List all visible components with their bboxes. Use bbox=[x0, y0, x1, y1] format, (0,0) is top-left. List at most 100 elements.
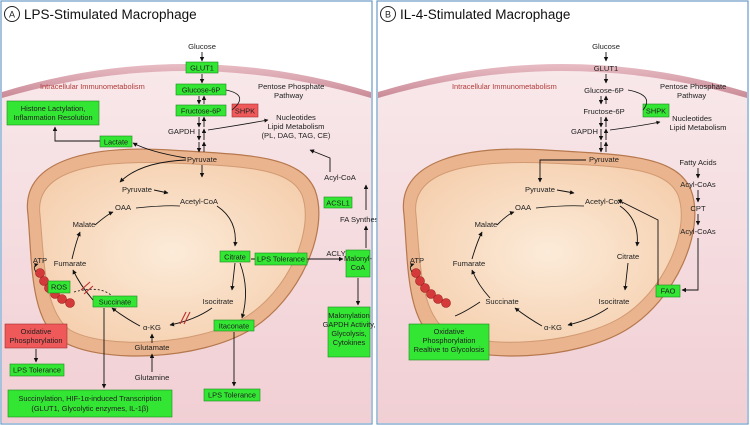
oxphos-a-line1: Oxidative bbox=[21, 327, 52, 336]
shpk-box bbox=[231, 103, 259, 118]
acyl-coa-label: Acyl-CoA bbox=[324, 173, 357, 182]
acly-label: ACLY bbox=[326, 249, 345, 258]
cpt-label: CPT bbox=[690, 204, 706, 213]
acetyl-coa-label-b: Acetyl-CoA bbox=[585, 197, 624, 206]
ppp-label-b-line1: Pentose Phosphate bbox=[660, 82, 726, 91]
malonylation-box bbox=[327, 306, 371, 358]
citrate-label: Citrate bbox=[224, 253, 246, 262]
citrate-label-b: Citrate bbox=[617, 252, 639, 261]
shpk-box-b bbox=[642, 103, 670, 118]
fao-label: FAO bbox=[661, 287, 676, 296]
isocitrate-label-b: Isocitrate bbox=[599, 297, 630, 306]
oaa-label-b: OAA bbox=[515, 203, 532, 212]
glut1-label: GLUT1 bbox=[190, 64, 214, 73]
lactate-box bbox=[99, 135, 133, 148]
glutamate-label: Glutamate bbox=[134, 343, 169, 352]
lps-tolerance-itaconate-box bbox=[203, 388, 261, 402]
pyruvate-cytosol-label-b: Pyruvate bbox=[589, 155, 619, 164]
glucose6p-label: Glucose-6P bbox=[182, 86, 221, 95]
ros-box bbox=[47, 280, 71, 294]
oxphos-b-line3: Realtive to Glycolosis bbox=[414, 345, 485, 354]
oxphos-complex-beads-b bbox=[411, 268, 451, 308]
shpk-label: SHPK bbox=[235, 107, 255, 116]
lps-tolerance-citrate-label: LPS Tolerance bbox=[257, 255, 305, 264]
acyl-coas-top-label: Acyl-CoAs bbox=[680, 180, 716, 189]
gapdh-label-b: GAPDH bbox=[571, 127, 598, 136]
oxphos-b-line2: Phosphorylation bbox=[422, 336, 475, 345]
lipid-metabolism-label: Lipid Metabolism bbox=[268, 122, 325, 131]
malonylation-line4: Cytokines bbox=[333, 338, 366, 347]
nucleotides-label: Nucleotides bbox=[276, 113, 316, 122]
panel-b-title: IL-4-Stimulated Macrophage bbox=[400, 7, 570, 22]
malonyl-coa-line2: CoA bbox=[351, 263, 365, 272]
malonylation-line1: Malonylation bbox=[328, 311, 370, 320]
succinylation-line2: (GLUT1, Glycolytic enzymes, IL-1β) bbox=[31, 404, 148, 413]
citrate-box bbox=[219, 250, 251, 263]
itaconate-box bbox=[213, 319, 255, 332]
succinylation-box bbox=[7, 389, 173, 418]
alpha-kg-label: α-KG bbox=[143, 323, 161, 332]
oxphos-b-line1: Oxidative bbox=[434, 327, 465, 336]
gapdh-label: GAPDH bbox=[168, 127, 195, 136]
immunometabolism-label: Intracellular Immunometabolism bbox=[40, 82, 145, 91]
malonylation-line2: GAPDH Activity, bbox=[323, 320, 376, 329]
glut1-box bbox=[185, 61, 219, 74]
fructose6p-box bbox=[175, 104, 227, 117]
lps-tolerance-citrate-box bbox=[254, 252, 308, 266]
pyruvate-mito-label-b: Pyruvate bbox=[525, 185, 555, 194]
malate-label: Malate bbox=[73, 220, 96, 229]
oaa-label: OAA bbox=[115, 203, 132, 212]
lps-tolerance-itaconate-label: LPS Tolerance bbox=[208, 391, 256, 400]
malate-label-b: Malate bbox=[475, 220, 498, 229]
ppp-label-line1: Pentose Phosphate bbox=[258, 82, 324, 91]
histone-lactylation-line1: Histone Lactylation, bbox=[21, 104, 86, 113]
succinate-label: Succinate bbox=[99, 298, 131, 307]
histone-lactylation-line2: Inflammation Resolution bbox=[13, 113, 92, 122]
itaconate-label: Itaconate bbox=[219, 322, 249, 331]
nucleotides-label-b: Nucleotides bbox=[672, 114, 712, 123]
panel-a: A LPS-Stimulated Macrophage Glucose GLUT… bbox=[0, 0, 384, 425]
malonyl-coa-line1: Malonyl- bbox=[344, 254, 372, 263]
ros-label: ROS bbox=[51, 283, 67, 292]
lps-tolerance-oxphos-box bbox=[9, 363, 65, 377]
malonylation-line3: Glycolysis, bbox=[331, 329, 366, 338]
pyruvate-mito-label: Pyruvate bbox=[122, 185, 152, 194]
acyl-coas-mito-label: Acyl-CoAs bbox=[680, 227, 716, 236]
glucose6p-label-b: Glucose-6P bbox=[584, 86, 624, 95]
succinate-label-b: Succinate bbox=[485, 297, 518, 306]
isocitrate-label: Isocitrate bbox=[203, 297, 234, 306]
malonyl-coa-box bbox=[345, 249, 371, 278]
acsl1-label: ACSL1 bbox=[326, 199, 349, 208]
lps-tolerance-oxphos-label: LPS Tolerance bbox=[13, 366, 61, 375]
shpk-label-b: SHPK bbox=[646, 107, 666, 116]
fructose6p-label: Fructose-6P bbox=[181, 107, 221, 116]
glucose6p-box bbox=[175, 83, 227, 96]
oxphos-a-line2: Phosphorylation bbox=[9, 336, 62, 345]
panel-b-letter-circle bbox=[380, 6, 396, 22]
oxphos-a-box bbox=[4, 323, 68, 349]
histone-lactylation-box bbox=[6, 100, 100, 126]
ppp-label-b-line2: Pathway bbox=[677, 91, 706, 100]
ppp-label-line2: Pathway bbox=[274, 91, 303, 100]
cell-membrane-b bbox=[378, 64, 747, 98]
atp-label-b: ATP bbox=[410, 256, 424, 265]
lipid-metabolism-label-b: Lipid Metabolism bbox=[670, 123, 727, 132]
pyruvate-cytosol-label: Pyruvate bbox=[187, 155, 217, 164]
panel-b: B IL-4-Stimulated Macrophage Glucose GLU… bbox=[376, 0, 749, 425]
succinate-box bbox=[92, 295, 138, 308]
atp-label: ATP bbox=[33, 256, 47, 265]
fa-synthesis-label: FA Synthesis bbox=[340, 215, 384, 224]
lactate-label: Lactate bbox=[104, 138, 128, 147]
panel-a-letter: A bbox=[9, 10, 15, 20]
fao-box bbox=[655, 284, 681, 298]
panel-a-title: LPS-Stimulated Macrophage bbox=[24, 7, 197, 22]
lipid-classes-label: (PL, DAG, TAG, CE) bbox=[262, 131, 331, 140]
immunometabolism-label-b: Intracellular Immunometabolism bbox=[452, 82, 557, 91]
glutamine-label: Glutamine bbox=[135, 373, 170, 382]
fumarate-label-b: Fumarate bbox=[453, 259, 486, 268]
glucose-label: Glucose bbox=[188, 42, 216, 51]
panel-b-letter: B bbox=[385, 10, 391, 20]
fumarate-label: Fumarate bbox=[54, 259, 87, 268]
